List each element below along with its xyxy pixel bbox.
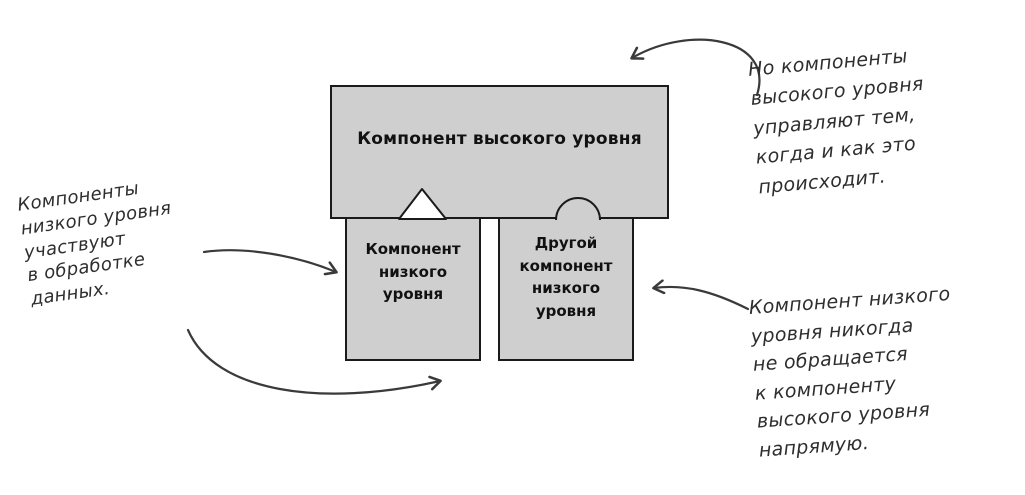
high-level-box-shape	[330, 85, 669, 219]
arrow-topright-annotation-to-high-box	[630, 38, 761, 97]
annotation-low-level-role: Компоненты низкого уровня участвуют в об…	[16, 177, 173, 310]
round-knob-connector	[555, 197, 601, 221]
annotation-high-level-control: Но компоненты высокого уровня управляют …	[747, 45, 925, 199]
arrow-bottomright-annotation-to-right-box	[652, 279, 750, 311]
low-level-box-left-label: Компонент низкого уровня	[365, 240, 461, 303]
arrow-left-annotation-to-left-box	[202, 249, 338, 276]
low-level-box-right-label: Другой компонент низкого уровня	[519, 234, 613, 320]
annotation-no-direct-calls: Компонент низкого уровня никогда не обра…	[748, 282, 952, 462]
high-level-box-label: Компонент высокого уровня	[357, 129, 642, 149]
triangle-notch-connector	[398, 188, 447, 220]
arrow-left-annotation-to-bottom	[186, 328, 442, 395]
